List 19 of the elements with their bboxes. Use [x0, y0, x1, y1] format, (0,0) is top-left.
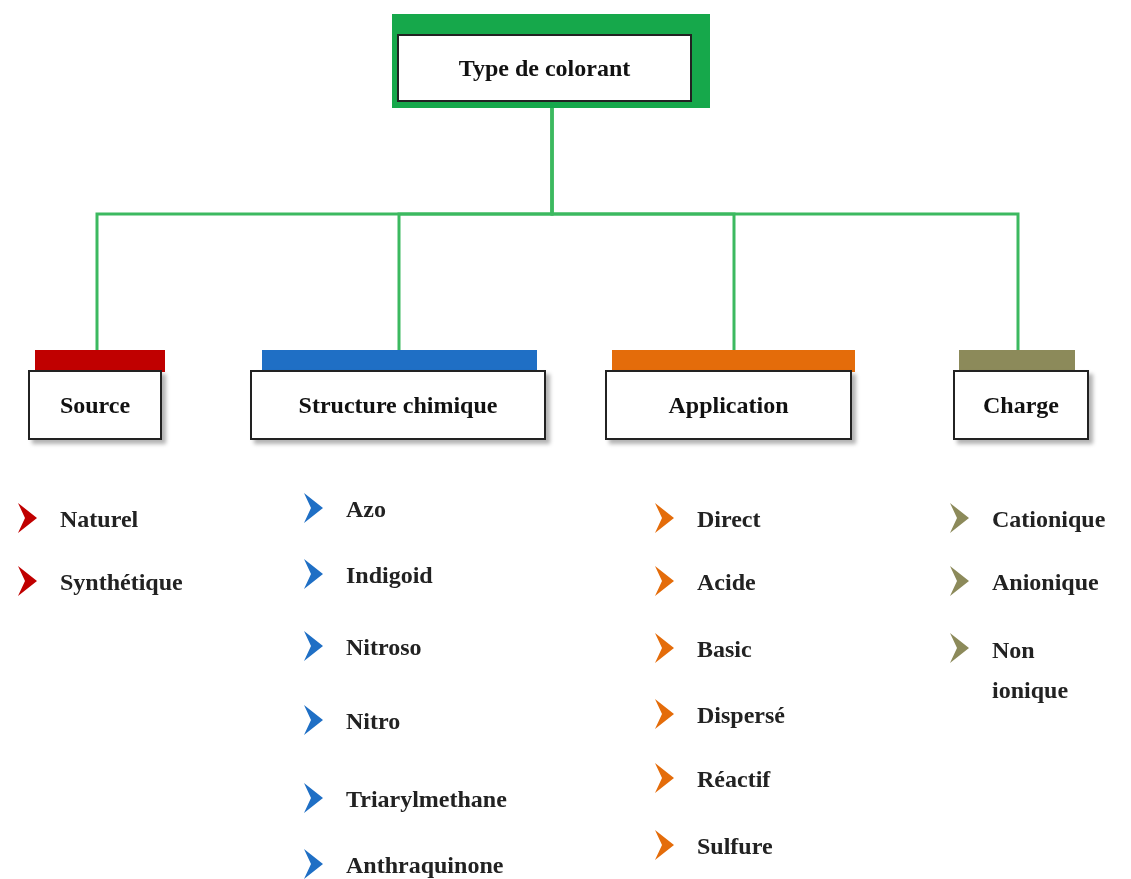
list-item: Dispersé	[697, 701, 785, 730]
list-item: Cationique	[992, 505, 1106, 534]
list-item: Réactif	[697, 765, 771, 794]
list-item: Naturel	[60, 505, 139, 534]
list-item: Sulfure	[697, 832, 773, 861]
connector-line	[550, 108, 1020, 350]
list-item: Non ionique	[992, 636, 1070, 705]
list-item: Nitroso	[346, 633, 422, 662]
list-item: Direct	[697, 505, 761, 534]
list-item: Synthétique	[60, 568, 183, 597]
list-item: Indigoid	[346, 561, 433, 590]
list-item: Acide	[697, 568, 756, 597]
list-item: Azo	[346, 495, 386, 524]
list-item: Anionique	[992, 568, 1099, 597]
title-box: Type de colorant	[392, 14, 710, 108]
list-item: Anthraquinone	[346, 851, 504, 879]
list-item: Triarylmethane	[346, 785, 507, 814]
list-item: Nitro	[346, 707, 401, 736]
list-item: Basic	[697, 635, 752, 664]
